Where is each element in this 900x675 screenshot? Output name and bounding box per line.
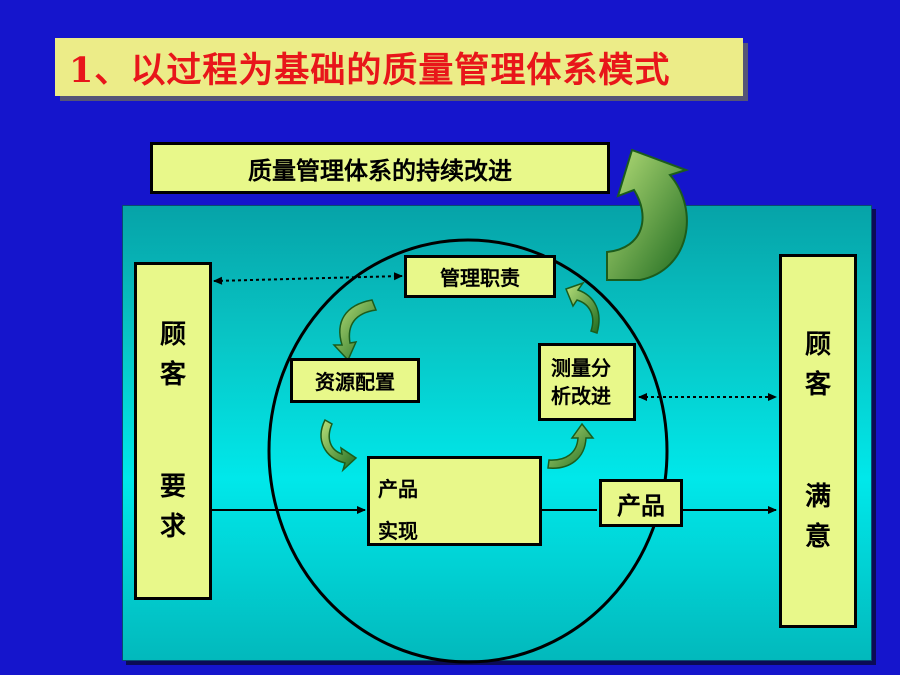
- improvement-arrow: [606, 148, 690, 281]
- left-char-1: 顾: [159, 320, 186, 350]
- measurement-analysis-box: 测量分 析改进: [538, 343, 636, 421]
- realization-label-line2: 实现: [378, 519, 418, 543]
- measurement-label-line2: 析改进: [551, 384, 611, 408]
- dotted-arrow-left: [213, 272, 403, 285]
- left-char-4: 求: [159, 512, 186, 542]
- measurement-label-line1: 测量分: [551, 356, 611, 380]
- product-box: 产品: [599, 479, 683, 527]
- customer-satisfaction-box: 顾 客 满 意: [779, 254, 857, 628]
- title-banner: 1、以过程为基础的质量管理体系模式: [55, 38, 743, 96]
- customer-requirements-box: 顾 客 要 求: [134, 262, 212, 600]
- management-responsibility-box: 管理职责: [404, 255, 556, 298]
- resources-label: 资源配置: [315, 370, 395, 394]
- cycle-arrow-top-left: [332, 299, 378, 362]
- right-char-2: 客: [804, 370, 831, 400]
- cycle-arrow-top-right: [565, 281, 600, 334]
- product-label: 产品: [617, 491, 665, 520]
- left-char-3: 要: [159, 472, 186, 502]
- left-char-2: 客: [159, 360, 186, 390]
- product-realization-box: 产品 实现: [367, 456, 542, 546]
- right-char-3: 满: [804, 482, 831, 512]
- management-label: 管理职责: [440, 266, 520, 290]
- right-char-1: 顾: [804, 330, 831, 360]
- realization-label-line1: 产品: [378, 477, 418, 501]
- continual-improvement-label: 质量管理体系的持续改进: [248, 156, 512, 185]
- process-cycle-circle: [267, 238, 669, 664]
- cycle-arrow-bottom-right: [547, 422, 595, 469]
- cycle-arrow-bottom-left: [320, 418, 358, 473]
- page-title: 1、以过程为基础的质量管理体系模式: [69, 49, 671, 91]
- resource-management-box: 资源配置: [290, 358, 420, 403]
- continual-improvement-box: 质量管理体系的持续改进: [150, 142, 610, 194]
- right-char-4: 意: [804, 522, 831, 552]
